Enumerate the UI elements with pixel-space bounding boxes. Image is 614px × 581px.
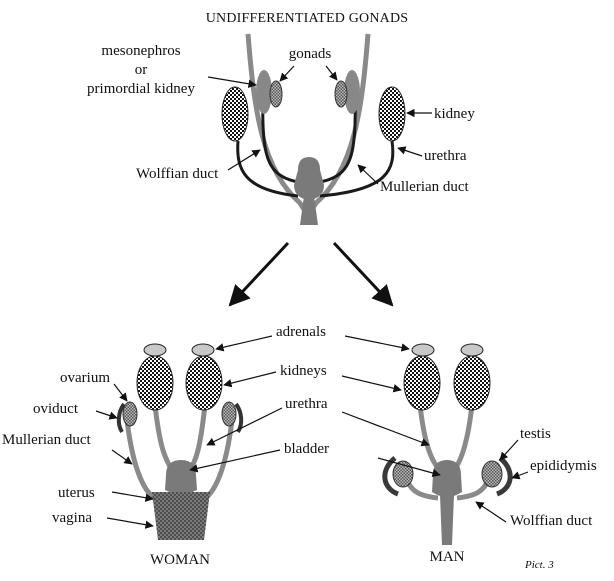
woman-ureter-left — [155, 405, 172, 470]
label-mesonephros: mesonephros — [101, 43, 180, 59]
kidney-right — [379, 87, 405, 141]
pointer-ovarium — [114, 384, 127, 401]
man-figure — [385, 344, 510, 545]
man-kidney-left — [404, 356, 440, 410]
woman-uterus-vagina — [152, 492, 210, 540]
diagram-title: UNDIFFERENTIATED GONADS — [206, 11, 409, 26]
woman-ovary-right — [222, 402, 236, 426]
pointer-bladder-woman — [190, 450, 280, 470]
label-urethra-mid: urethra — [285, 396, 328, 412]
arrow-to-woman — [230, 243, 288, 305]
man-ureter-left — [420, 405, 440, 470]
pointer-adrenals-man — [345, 336, 409, 349]
pointer-urethra-woman — [207, 408, 282, 445]
man-adrenal-right — [461, 344, 483, 356]
gonad-left — [270, 81, 282, 107]
kidney-left — [222, 87, 248, 141]
label-epididymis: epididymis — [530, 458, 597, 474]
bladder-top — [294, 157, 324, 200]
pointer-mullerian-woman — [112, 450, 132, 464]
woman-bladder — [165, 460, 197, 494]
caption-man: MAN — [429, 549, 464, 565]
pointer-kidneys-woman — [224, 372, 276, 385]
man-ureter-right — [454, 405, 472, 470]
pointer-wolffian-man — [476, 502, 506, 522]
pointer-gonad-left — [280, 66, 294, 81]
woman-kidney-right — [186, 356, 222, 410]
pointer-mullerian-top — [358, 165, 378, 184]
label-vagina: vagina — [52, 510, 92, 526]
woman-oviduct-right — [236, 404, 241, 432]
arrow-to-man — [334, 243, 392, 305]
woman-adrenal-left — [144, 344, 166, 356]
woman-kidney-left — [137, 356, 173, 410]
label-mullerian-top: Mullerian duct — [380, 179, 470, 195]
man-urethra — [440, 495, 454, 545]
pointer-gonad-right — [326, 66, 337, 80]
woman-ovary-left — [123, 402, 137, 426]
caption-woman: WOMAN — [150, 552, 210, 568]
pointer-adrenals-woman — [216, 336, 272, 349]
woman-mullerian-right — [202, 420, 232, 500]
label-kidney: kidney — [434, 106, 475, 122]
man-testis-right — [482, 461, 502, 487]
pointer-mesonephros — [208, 77, 256, 85]
man-bladder — [432, 460, 462, 497]
gonad-right — [335, 81, 347, 107]
pointer-testis — [500, 440, 518, 460]
woman-adrenal-right — [192, 344, 214, 356]
undifferentiated-gonads-figure — [222, 34, 405, 225]
pointer-epididymis — [512, 472, 528, 478]
label-wolffian-top: Wolffian duct — [136, 166, 219, 182]
woman-mullerian-left — [127, 420, 158, 500]
label-testis: testis — [520, 426, 551, 442]
pointer-wolffian-top — [228, 150, 260, 170]
pointer-urethra-top — [398, 148, 422, 156]
label-urethra-top: urethra — [424, 148, 467, 164]
label-ovarium: ovarium — [60, 370, 110, 386]
woman-ureter-right — [190, 405, 205, 470]
caption-pict: Pict. 3 — [524, 559, 554, 571]
label-bladder: bladder — [284, 441, 329, 457]
label-or: or — [135, 62, 148, 78]
woman-figure — [119, 344, 241, 540]
label-oviduct: oviduct — [33, 401, 79, 417]
label-adrenals: adrenals — [276, 324, 326, 340]
label-mullerian-woman: Mullerian duct — [2, 432, 92, 448]
man-adrenal-left — [412, 344, 434, 356]
label-wolffian-man: Wolffian duct — [510, 513, 593, 529]
label-gonads: gonads — [289, 46, 332, 62]
man-kidney-right — [454, 356, 490, 410]
pointer-vagina — [107, 518, 153, 526]
pointer-oviduct — [96, 411, 117, 418]
pointer-kidneys-man — [342, 376, 401, 390]
pointer-urethra-man — [342, 412, 429, 445]
label-uterus: uterus — [58, 485, 95, 501]
label-kidneys: kidneys — [280, 363, 327, 379]
label-primordial-kidney: primordial kidney — [87, 81, 195, 97]
